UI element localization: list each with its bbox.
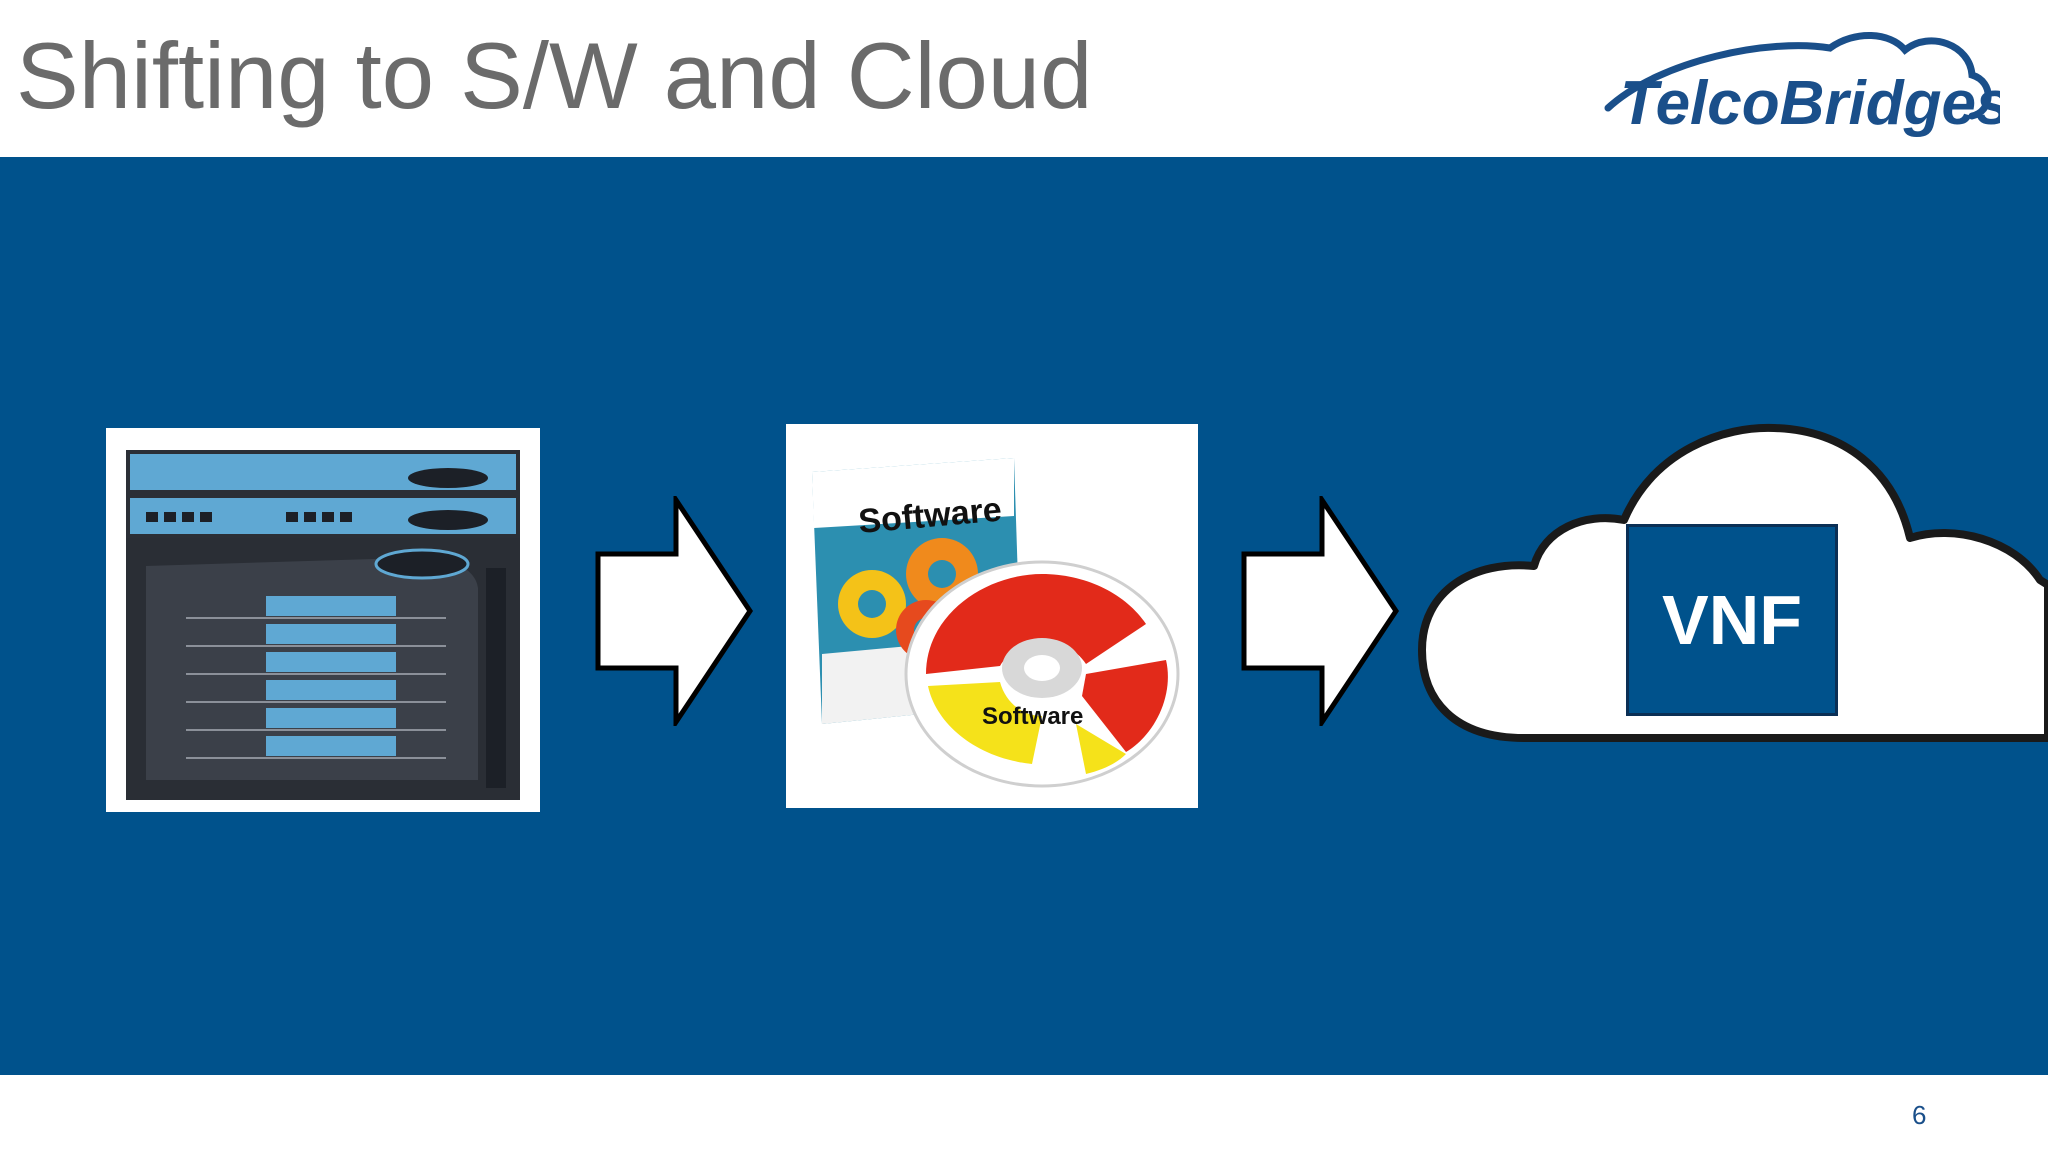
vnf-box: VNF: [1626, 524, 1838, 716]
telcobridges-logo: TelcoBridges: [1604, 32, 2000, 138]
server-rack-image: [126, 450, 520, 800]
hardware-image-frame: [106, 428, 540, 812]
right-arrow-icon: [1241, 496, 1400, 726]
disc-label: Software: [982, 703, 1083, 730]
page-number: 6: [1912, 1100, 1927, 1130]
vnf-label: VNF: [1662, 581, 1802, 659]
software-image-frame: Software Software: [786, 424, 1198, 808]
right-arrow-icon: [595, 496, 754, 726]
software-box-image: Software Software: [812, 458, 1180, 788]
logo-text: TelcoBridges: [1620, 69, 2000, 138]
slide-title: Shifting to S/W and Cloud: [16, 23, 1093, 128]
